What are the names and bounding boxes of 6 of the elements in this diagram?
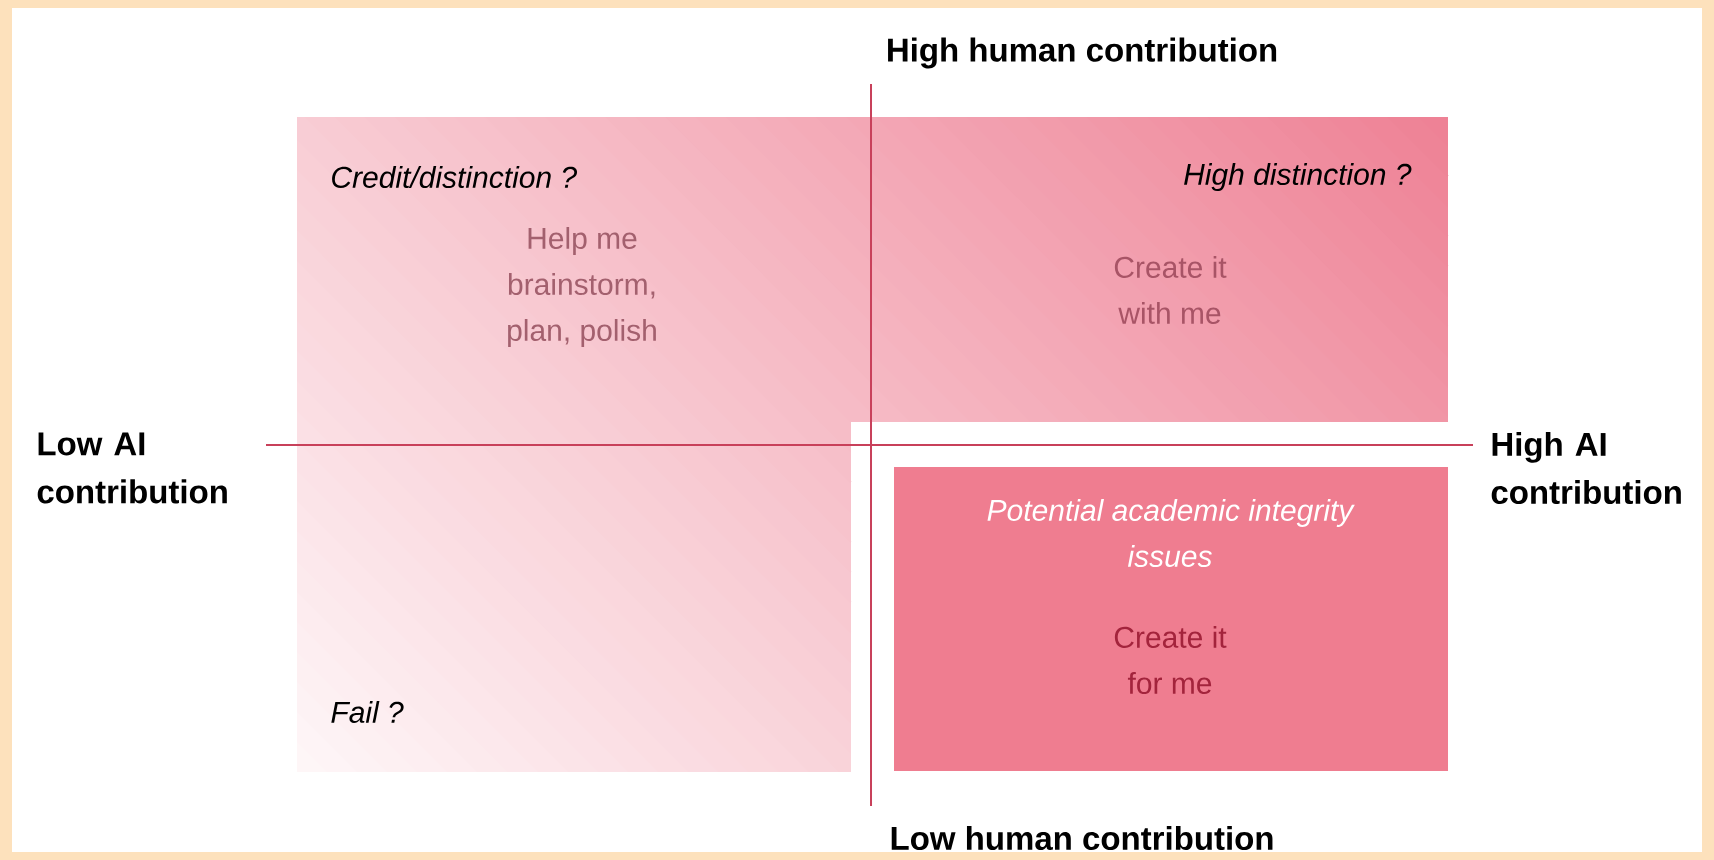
prompt-text: Create it for me [1114,625,1227,694]
axis-label: Low human contribution [891,825,1273,851]
warning-label: Potential academic integrity issues [987,498,1355,567]
axis-label: High human contribution [888,37,1277,69]
axis-label: Low AI contribution [37,432,227,504]
axis-label: High AI contribution [1491,431,1681,505]
